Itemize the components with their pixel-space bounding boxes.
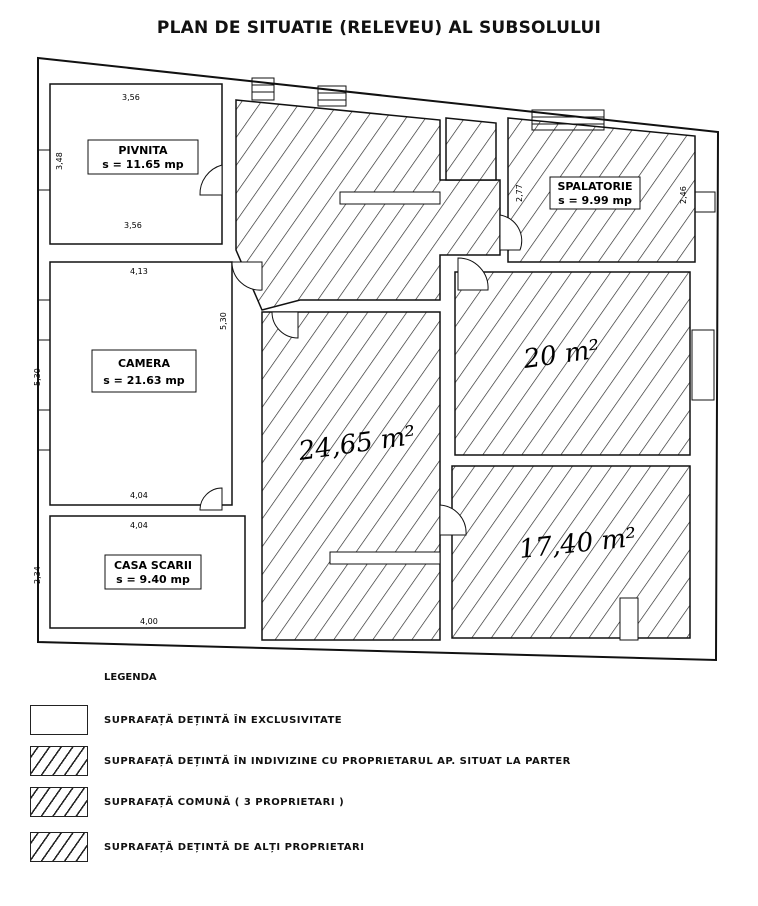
hatched-room-20 [454,271,691,456]
svg-text:2,34: 2,34 [33,566,42,584]
hatched-room-24 [261,311,441,641]
windows [37,77,716,451]
hatched-room-narrow [445,117,497,181]
label-box-spalatorie [549,176,641,210]
svg-text:4,04: 4,04 [130,491,148,500]
legend-item: SUPRAFAȚĂ DEȚINTĂ ÎN EXCLUSIVITATE [30,705,342,735]
hatched-room-17 [451,465,691,639]
casa-scarii-area: s = 9.40 mp [116,573,190,586]
label-box-camera [91,349,197,393]
svg-text:3,48: 3,48 [55,152,64,170]
legend-swatch-hatch [30,746,88,776]
svg-text:3,56: 3,56 [122,93,140,102]
svg-text:5,30: 5,30 [33,368,42,386]
legend-text: SUPRAFAȚĂ DEȚINTĂ ÎN INDIVIZINE CU PROPR… [104,755,571,767]
svg-text:4,00: 4,00 [140,617,158,626]
legend-item: SUPRAFAȚĂ COMUNĂ ( 3 PROPRIETARI ) [30,787,344,817]
legend-text: SUPRAFAȚĂ COMUNĂ ( 3 PROPRIETARI ) [104,796,345,808]
camera-area: s = 21.63 mp [103,374,185,387]
svg-text:4,04: 4,04 [130,521,148,530]
svg-text:4,13: 4,13 [130,267,148,276]
legend-swatch-empty [30,705,88,735]
wall [619,597,639,641]
casa-scarii-name: CASA SCARII [114,559,192,572]
legend-swatch-hatch [30,832,88,862]
plan-title: PLAN DE SITUATIE (RELEVEU) AL SUBSOLULUI [156,18,602,38]
label-box-casa-scarii [104,554,202,590]
legend-item: SUPRAFAȚĂ DEȚINTĂ ÎN INDIVIZINE CU PROPR… [30,746,571,776]
svg-text:3,56: 3,56 [124,221,142,230]
doors [199,164,523,536]
camera-name: CAMERA [118,357,171,370]
spalatorie-area: s = 9.99 mp [558,194,632,207]
legend-text: SUPRAFAȚĂ DEȚINTĂ ÎN EXCLUSIVITATE [104,714,343,726]
svg-text:5,30: 5,30 [219,312,228,330]
legend-text: SUPRAFAȚĂ DEȚINTĂ DE ALȚI PROPRIETARI [104,841,365,853]
legend-title: LEGENDA [104,672,157,683]
wall [329,551,441,565]
pivnita-area: s = 11.65 mp [102,158,184,171]
legend-swatch-hatch [30,787,88,817]
wall [339,191,441,205]
dimensions: 3,56 3,48 3,56 4,13 5,30 5,30 4,04 4,04 … [33,93,688,626]
label-box-pivnita [87,139,199,175]
svg-text:2,77: 2,77 [515,184,524,202]
spalatorie-name: SPALATORIE [557,180,632,193]
hatched-corridor [235,99,501,311]
legend-item: SUPRAFAȚĂ DEȚINTĂ DE ALȚI PROPRIETARI [30,832,364,862]
pivnita-name: PIVNITA [118,144,168,157]
svg-text:2,46: 2,46 [679,186,688,204]
